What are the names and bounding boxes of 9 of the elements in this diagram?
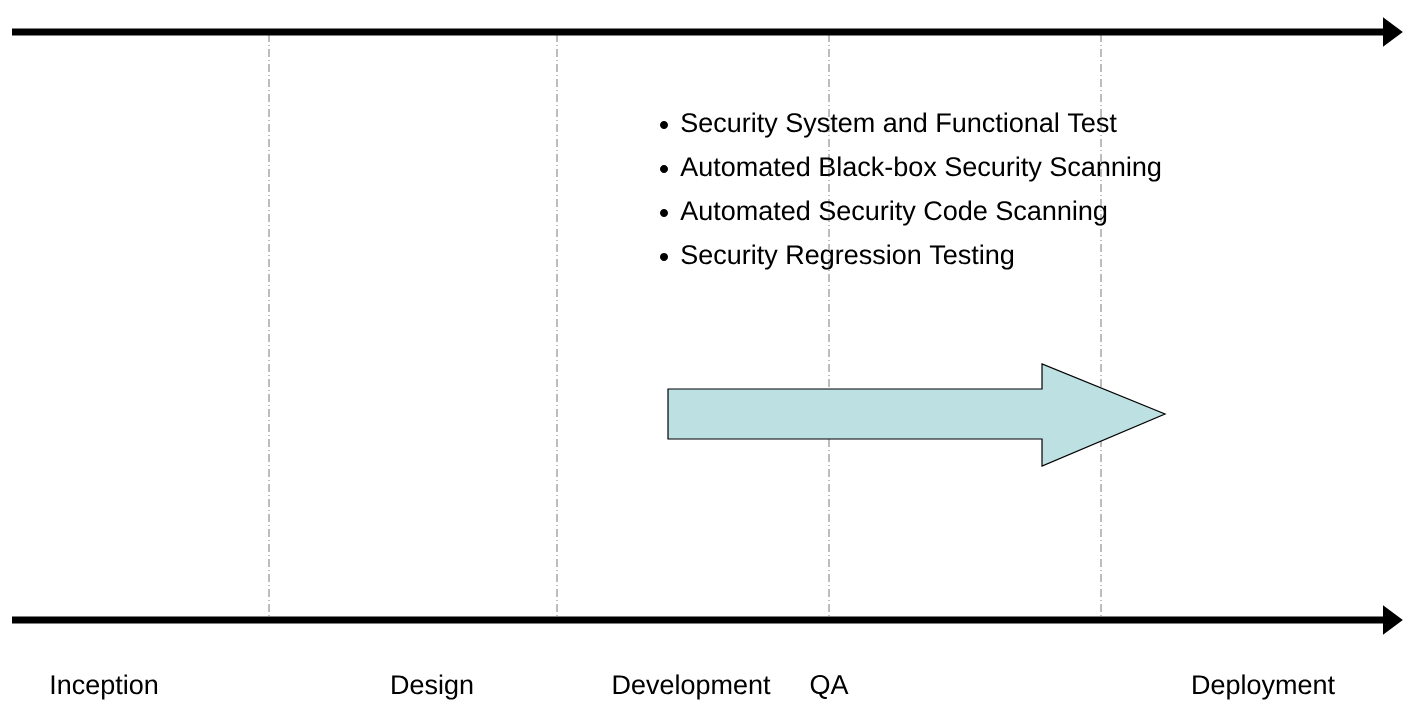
bullet-item: Security System and Functional Test xyxy=(660,112,1117,138)
phase-label: Inception xyxy=(51,674,158,700)
bullet-item: Automated Security Code Scanning xyxy=(660,200,1107,226)
phase-label: Design xyxy=(392,674,473,700)
phase-label: Deployment xyxy=(1193,674,1335,700)
bullet-item: Automated Black-box Security Scanning xyxy=(660,156,1161,182)
bullet-item: Security Regression Testing xyxy=(660,244,1014,270)
phase-label: QA xyxy=(810,675,849,699)
phase-label: Development xyxy=(613,674,771,700)
